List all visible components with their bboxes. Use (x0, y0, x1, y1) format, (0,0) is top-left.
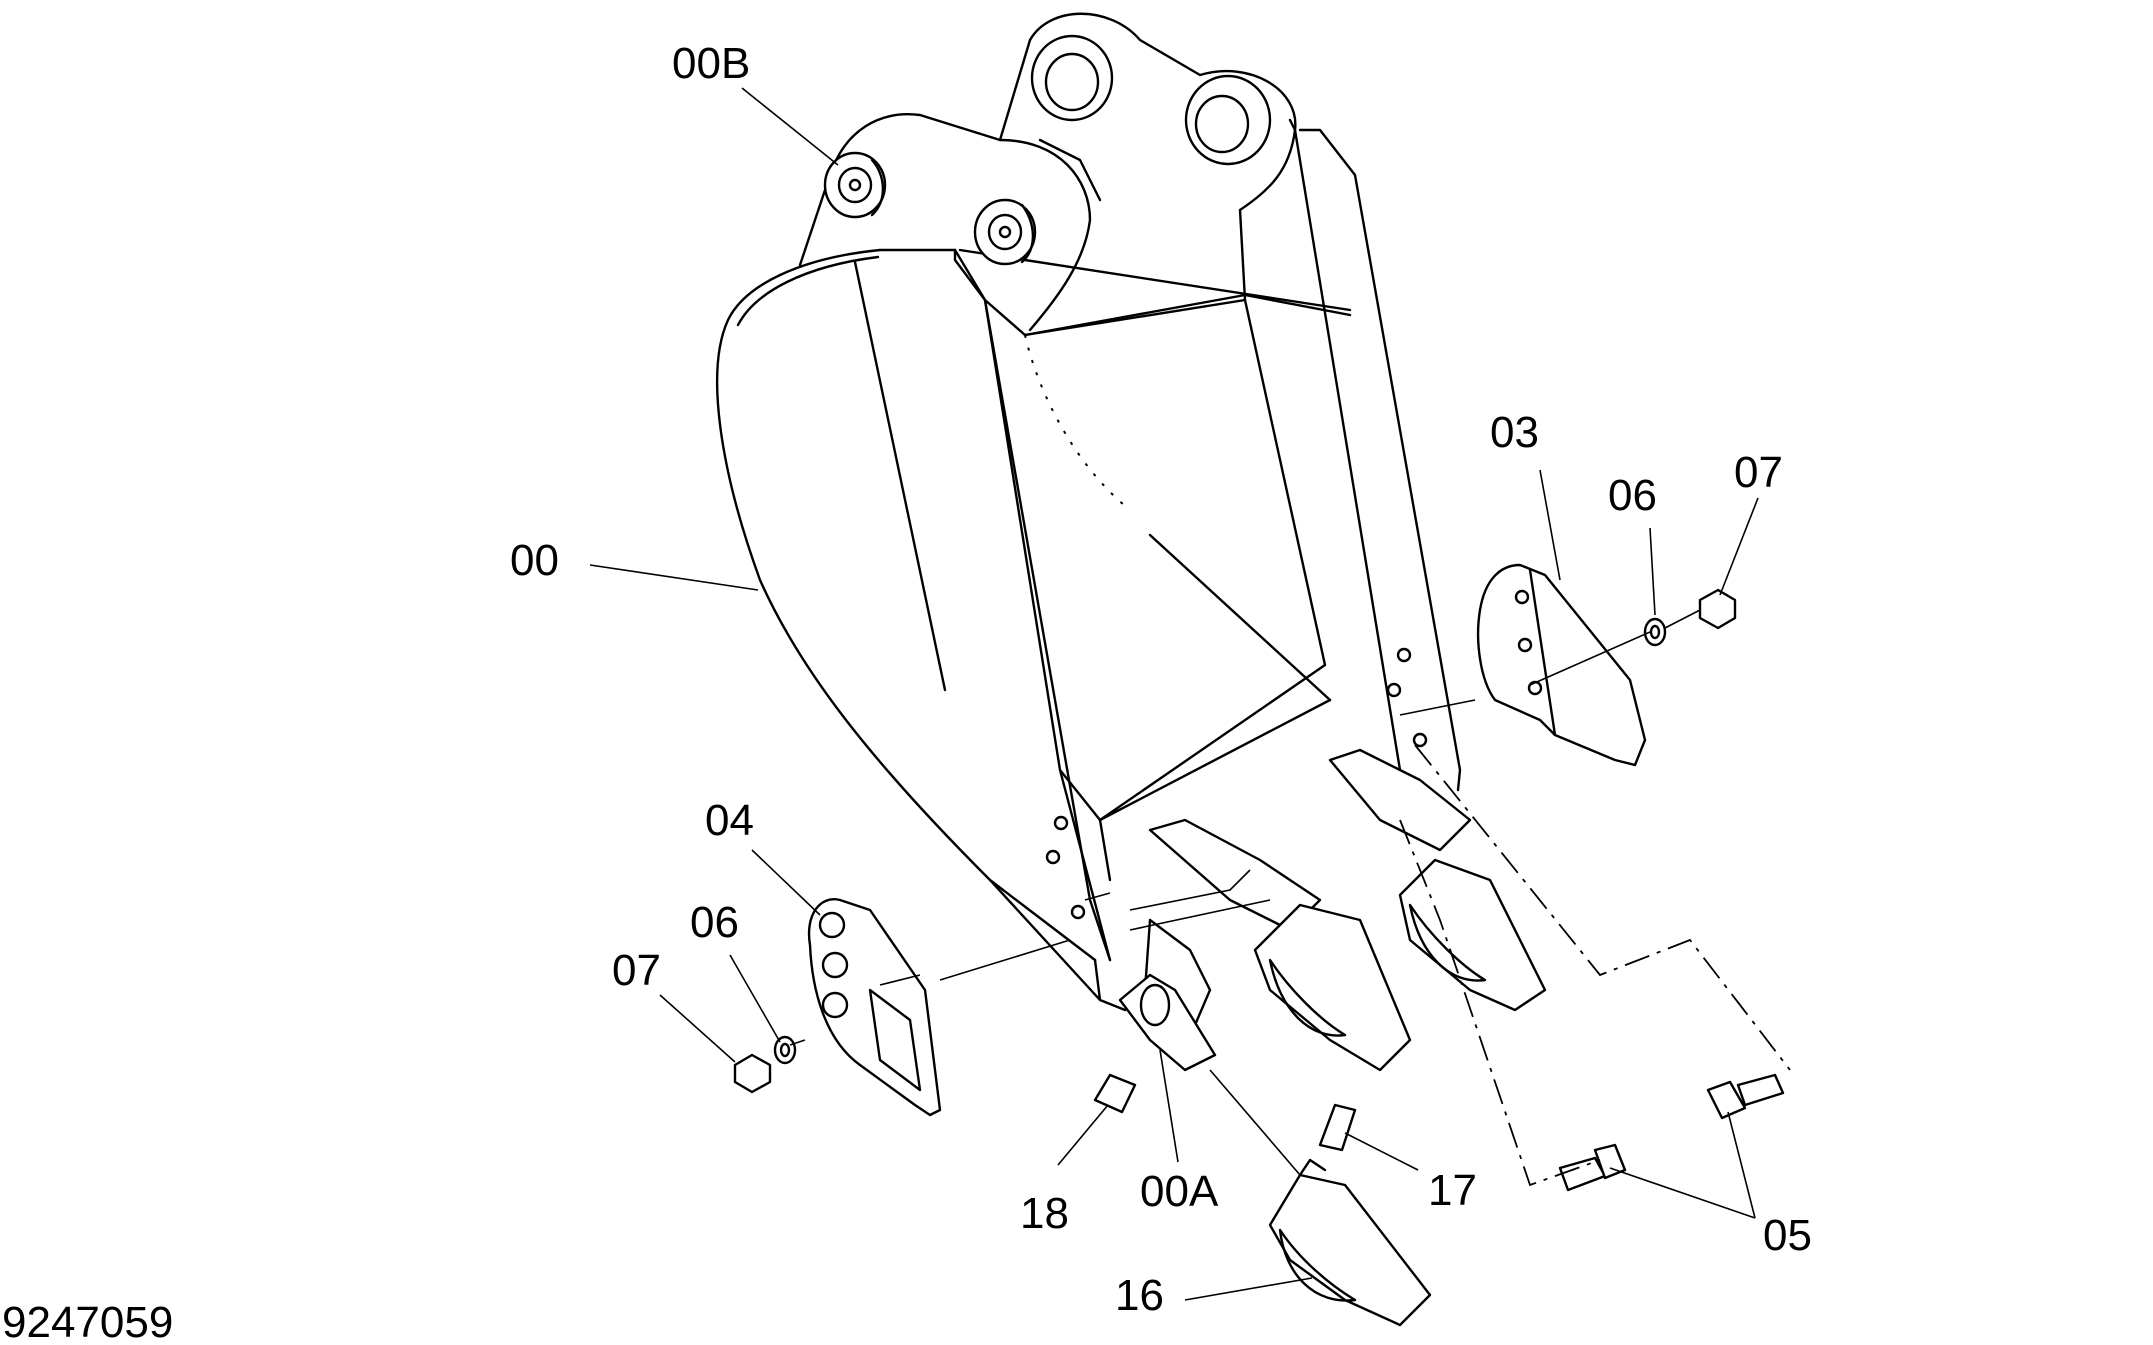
leader-lines (589, 87, 1759, 1301)
callout-18: 18 (1020, 1189, 1069, 1238)
side-cutter-04 (807, 898, 942, 1117)
callout-07-left: 07 (612, 946, 661, 995)
callout-05: 05 (1763, 1211, 1812, 1260)
mounting-bracket (798, 12, 1297, 332)
callout-17: 17 (1428, 1166, 1477, 1215)
washer-06-right (1643, 617, 1667, 647)
assembly-lines (789, 609, 1791, 1187)
callout-06-left: 06 (690, 898, 739, 947)
callout-04: 04 (705, 796, 754, 845)
nut-07-right (1698, 588, 1737, 630)
tooth-adapters (1118, 748, 1547, 1072)
pin-17 (1318, 1103, 1357, 1152)
pin-00B-left (823, 151, 887, 219)
callout-00: 00 (510, 536, 559, 585)
nut-07-left (733, 1053, 772, 1094)
loose-tooth-16 (1268, 1158, 1432, 1327)
callout-06-right: 06 (1608, 471, 1657, 520)
pin-18 (1093, 1073, 1137, 1114)
bolt-05-upper (1706, 1073, 1785, 1120)
callout-07-right: 07 (1734, 448, 1783, 497)
callout-00A: 00A (1140, 1167, 1219, 1216)
pin-00B-right (973, 198, 1037, 266)
bucket-side-curve (716, 248, 1097, 962)
washer-06-left (773, 1035, 797, 1065)
callout-16: 16 (1115, 1271, 1164, 1320)
side-cutter-03 (1476, 563, 1647, 767)
bolt-05-lower (1558, 1143, 1627, 1192)
callout-00B: 00B (672, 39, 750, 88)
figure-number: 9247059 (2, 1298, 173, 1345)
callout-03: 03 (1490, 408, 1539, 457)
callout-labels: 00B 00 03 06 07 04 06 07 18 00A 17 05 16 (510, 39, 1812, 1320)
bucket-body (716, 118, 1462, 1012)
